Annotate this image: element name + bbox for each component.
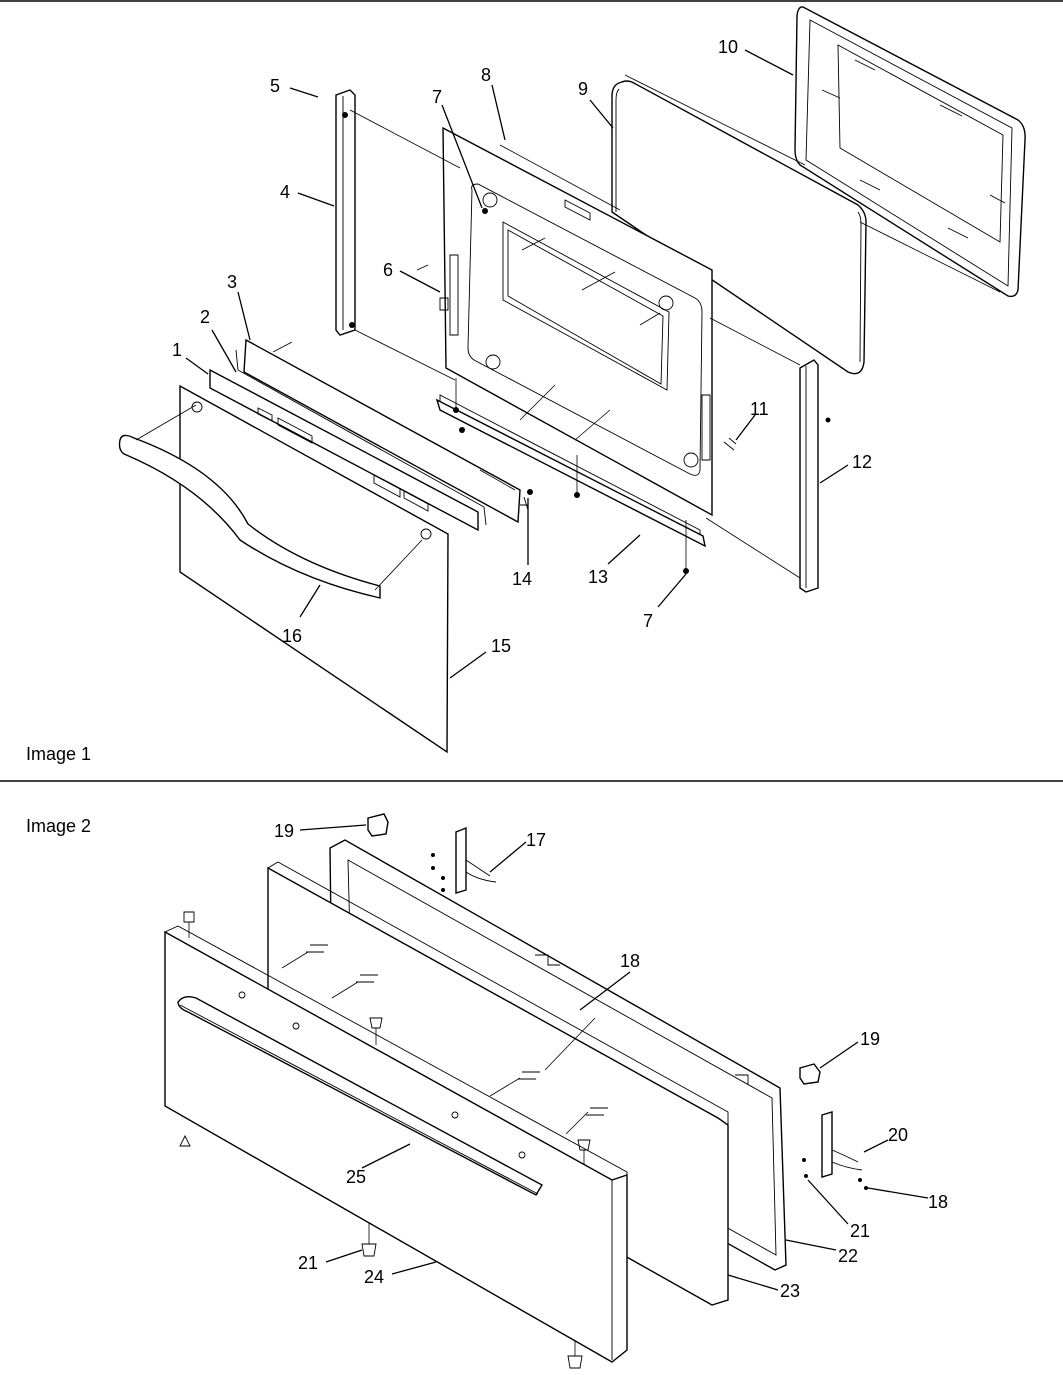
callout-7b: 7	[643, 611, 653, 631]
callout-19a: 19	[274, 821, 294, 841]
image-2-alignment-lines	[188, 922, 596, 1356]
image-2-diagram: 17 18 19 19 20 18 21 22 23 25 21 24 Imag…	[26, 813, 948, 1369]
image-1-diagram: 1 2 3 4 5 6 7 8 9 10 11 12 13 14 15 16 7…	[26, 6, 1026, 764]
callout-3: 3	[227, 272, 237, 292]
image-2-title: Image 2	[26, 816, 91, 836]
callout-12: 12	[852, 452, 872, 472]
part-13-bottom-channel	[435, 398, 706, 548]
callout-24: 24	[364, 1267, 384, 1287]
callout-1: 1	[172, 340, 182, 360]
callout-23: 23	[780, 1281, 800, 1301]
image-2-callouts: 17 18 19 19 20 18 21 22 23 25 21 24	[274, 821, 948, 1301]
part-16-handle	[118, 434, 381, 599]
part-24-outer-panel	[164, 925, 628, 1363]
callout-7a: 7	[432, 87, 442, 107]
callout-9: 9	[578, 79, 588, 99]
callout-19b: 19	[860, 1029, 880, 1049]
image-1-leaders	[185, 49, 849, 679]
callout-8: 8	[481, 65, 491, 85]
callout-25: 25	[346, 1167, 366, 1187]
callout-5: 5	[270, 76, 280, 96]
part-3-vent-bracket	[235, 338, 521, 526]
callout-22: 22	[838, 1246, 858, 1266]
image-1-callouts: 1 2 3 4 5 6 7 8 9 10 11 12 13 14 15 16 7	[172, 37, 872, 656]
callout-2: 2	[200, 307, 210, 327]
callout-21a: 21	[850, 1221, 870, 1241]
callout-20: 20	[888, 1125, 908, 1145]
callout-17: 17	[526, 830, 546, 850]
image-2-hardware	[179, 813, 868, 1369]
callout-18a: 18	[620, 951, 640, 971]
callout-21b: 21	[298, 1253, 318, 1273]
image-2-leaders	[299, 824, 929, 1291]
image-1-title: Image 1	[26, 744, 91, 764]
callout-4: 4	[280, 182, 290, 202]
callout-13: 13	[588, 567, 608, 587]
part-10-outer-frame	[794, 6, 1026, 298]
part-9-gasket	[611, 80, 867, 375]
callout-14: 14	[512, 569, 532, 589]
part-8-inner-panel	[439, 126, 713, 539]
callout-10: 10	[718, 37, 738, 57]
part-2-trim	[209, 368, 479, 532]
callout-15: 15	[491, 636, 511, 656]
callout-11: 11	[750, 399, 769, 419]
callout-18b: 18	[928, 1192, 948, 1212]
part-12-right-rail	[799, 359, 819, 593]
callout-16: 16	[282, 626, 302, 646]
part-25-handle	[177, 995, 543, 1196]
image-1-alignment-lines	[135, 74, 1001, 591]
part-4-left-rail	[335, 89, 356, 336]
callout-6: 6	[383, 260, 393, 280]
